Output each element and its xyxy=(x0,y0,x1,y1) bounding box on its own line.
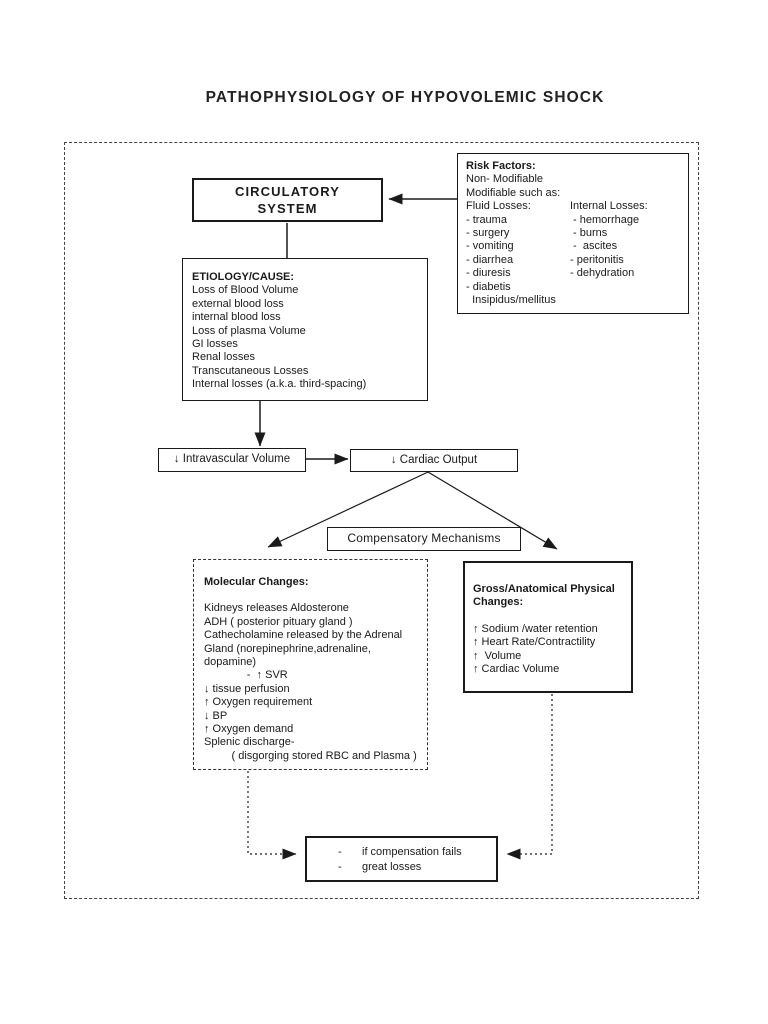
intravascular-volume-label: ↓ Intravascular Volume xyxy=(173,453,291,466)
gross-line: ↑ Cardiac Volume xyxy=(473,663,560,676)
outer-dashed-frame xyxy=(64,142,699,899)
risk-factors-box: Risk Factors: Non- Modifiable Modifiable… xyxy=(457,153,689,314)
etiology-line: internal blood loss xyxy=(192,311,281,324)
failure-item: - great losses xyxy=(338,860,496,875)
compensatory-mechanisms-label: Compensatory Mechanisms xyxy=(347,531,501,546)
molecular-line: ( disgorging stored RBC and Plasma ) xyxy=(204,749,417,762)
circulatory-line: CIRCULATORY xyxy=(234,184,341,199)
molecular-line: ADH ( posterior pituary gland ) xyxy=(204,615,353,628)
gross-line: ↑ Volume xyxy=(473,649,522,662)
bullet-dash: - xyxy=(338,861,342,873)
compensatory-mechanisms-box: Compensatory Mechanisms xyxy=(327,527,521,551)
failure-item-label: great losses xyxy=(362,861,422,873)
cardiac-output-box: ↓ Cardiac Output xyxy=(350,449,518,472)
failure-item-label: if compensation fails xyxy=(362,846,462,858)
gross-line: ↑ Sodium /water retention xyxy=(473,622,598,635)
spacer xyxy=(204,589,417,602)
risk-fluid-losses-column: Fluid Losses: - trauma - surgery - vomit… xyxy=(466,200,556,307)
etiology-box: ETIOLOGY/CAUSE: Loss of Blood Volume ext… xyxy=(182,258,428,401)
molecular-line: Cathecholamine released by the Adrenal xyxy=(204,629,403,642)
risk-line: Non- Modifiable xyxy=(466,173,544,186)
gross-line: ↑ Heart Rate/Contractility xyxy=(473,636,596,649)
etiology-title: ETIOLOGY/CAUSE: xyxy=(192,271,295,283)
molecular-line: Kidneys releases Aldosterone xyxy=(204,602,349,615)
molecular-line: ↑ Oxygen requirement xyxy=(204,696,313,709)
compensation-failure-box: - if compensation fails - great losses xyxy=(305,836,498,882)
molecular-changes-box: Molecular Changes: Kidneys releases Aldo… xyxy=(193,559,428,770)
molecular-line: ↓ BP xyxy=(204,709,228,722)
risk-line: Modifiable such as: xyxy=(466,186,561,199)
molecular-line: - ↑ SVR xyxy=(204,669,288,682)
gross-anatomical-changes-box: Gross/Anatomical Physical Changes: ↑ Sod… xyxy=(463,561,633,693)
etiology-line: Renal losses xyxy=(192,351,255,364)
molecular-line: Gland (norepinephrine,adrenaline, xyxy=(204,642,371,655)
risk-title: Risk Factors: xyxy=(466,160,536,172)
molecular-line: ↑ Oxygen demand xyxy=(204,723,294,736)
molecular-line: ↓ tissue perfusion xyxy=(204,682,290,695)
molecular-line: Splenic discharge- xyxy=(204,736,295,749)
cardiac-output-label: ↓ Cardiac Output xyxy=(390,453,478,466)
risk-internal-losses-column: Internal Losses: - hemorrhage - burns - … xyxy=(570,200,648,280)
bullet-dash: - xyxy=(338,846,342,858)
etiology-line: GI losses xyxy=(192,338,238,351)
etiology-line: external blood loss xyxy=(192,297,284,310)
circulatory-system-box: CIRCULATORY SYSTEM xyxy=(192,178,383,222)
etiology-line: Transcutaneous Losses xyxy=(192,364,309,377)
circulatory-line: SYSTEM xyxy=(257,201,318,216)
intravascular-volume-box: ↓ Intravascular Volume xyxy=(158,448,306,472)
gross-title-line: Gross/Anatomical Physical xyxy=(473,583,615,595)
molecular-title: Molecular Changes: xyxy=(204,576,309,588)
etiology-line: Loss of Blood Volume xyxy=(192,284,299,297)
spacer xyxy=(473,610,623,623)
etiology-line: Loss of plasma Volume xyxy=(192,324,306,337)
gross-title-line: Changes: xyxy=(473,596,524,609)
etiology-line: Internal losses (a.k.a. third-spacing) xyxy=(192,378,367,391)
page-title: PATHOPHYSIOLOGY OF HYPOVOLEMIC SHOCK xyxy=(205,89,605,106)
molecular-line: dopamine) xyxy=(204,656,256,669)
failure-item: - if compensation fails xyxy=(338,845,496,860)
